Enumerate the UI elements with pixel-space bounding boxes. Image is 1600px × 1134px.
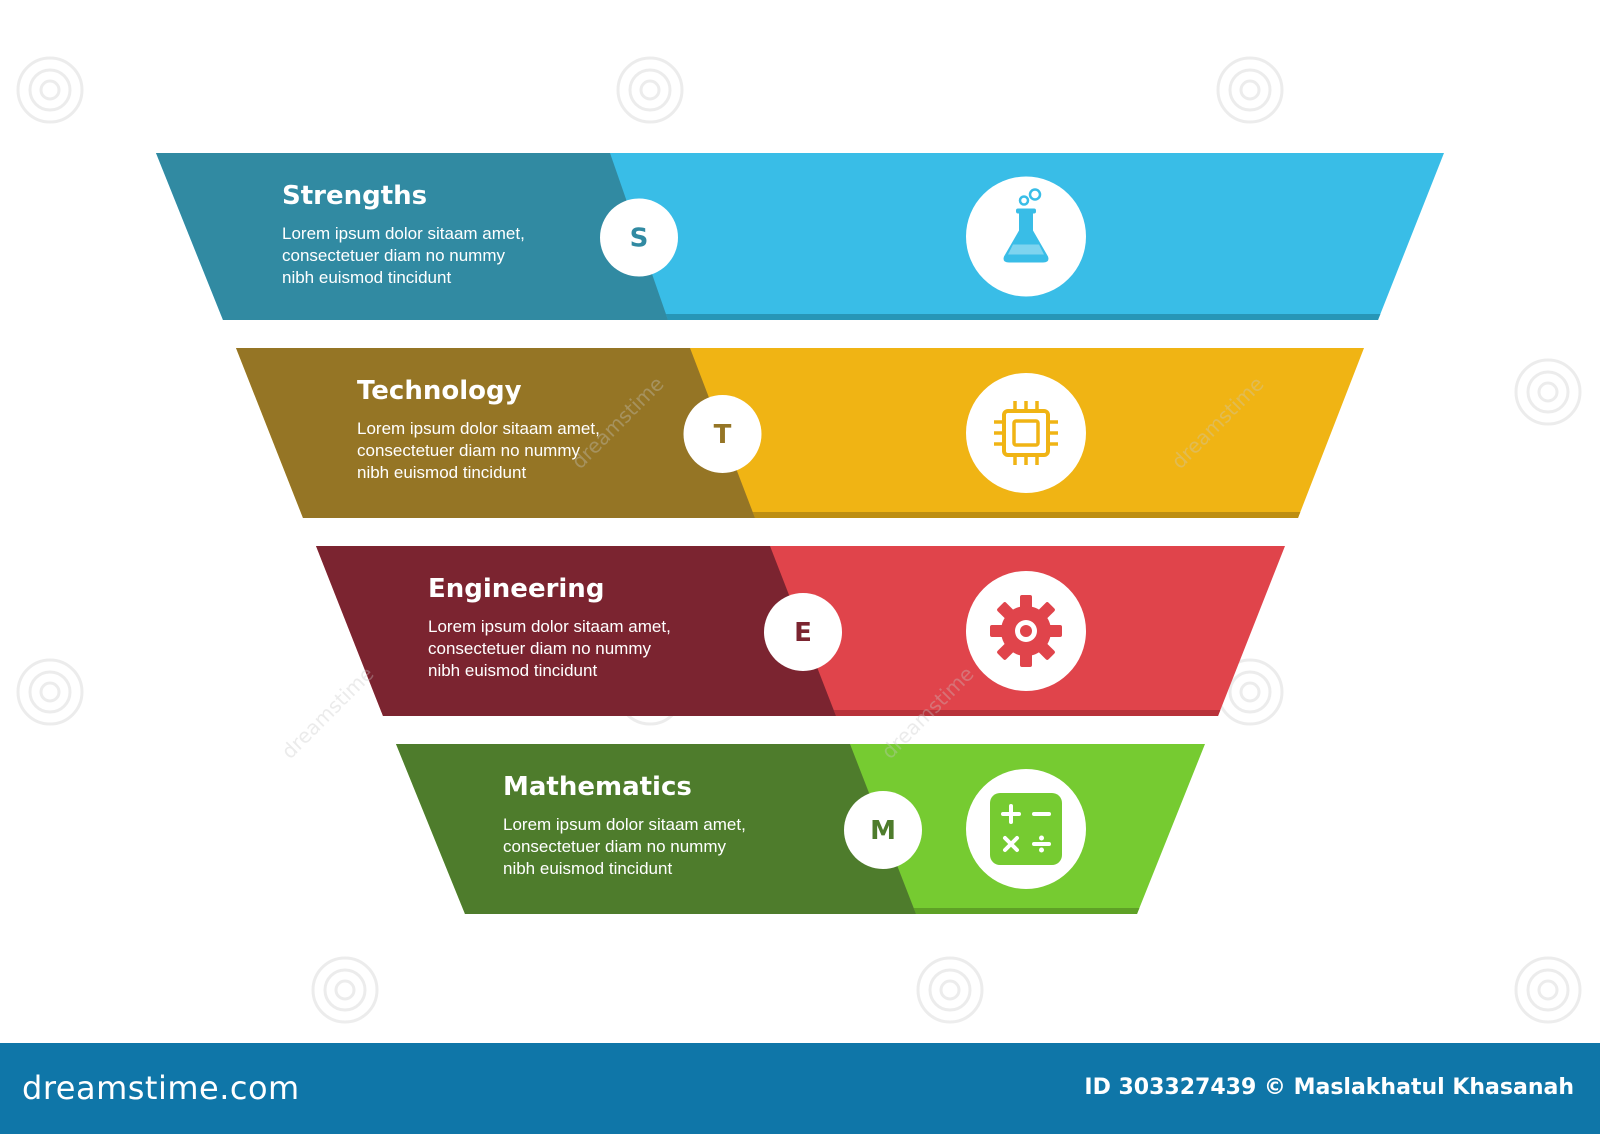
footer-bar: dreamstime.com ID 303327439 © Maslakhatu… [0, 1043, 1600, 1134]
icon-circle [966, 571, 1086, 691]
row-title: Strengths [282, 181, 427, 211]
letter-badge-text: E [794, 618, 812, 648]
footer-brand[interactable]: dreamstime.com [22, 1069, 300, 1107]
flask-icon [1003, 188, 1049, 263]
row-band-dark [156, 153, 668, 320]
cpu-chip-icon [994, 401, 1058, 465]
letter-badge: E [764, 593, 842, 671]
row-band-dark [236, 348, 755, 518]
calculator-icon [990, 793, 1062, 865]
footer-credit: ID 303327439 © Maslakhatul Khasanah [1084, 1075, 1574, 1100]
row-description-line: consectetuer diam no nummy [282, 246, 505, 265]
row-description-line: nibh euismod tincidunt [282, 268, 451, 287]
row-description-line: consectetuer diam no nummy [503, 837, 726, 856]
gear-icon [990, 595, 1062, 667]
row-description-line: nibh euismod tincidunt [428, 661, 597, 680]
row-title: Engineering [428, 574, 604, 604]
row-description-line: consectetuer diam no nummy [357, 441, 580, 460]
row-description-line: nibh euismod tincidunt [357, 463, 526, 482]
letter-badge-text: T [714, 420, 732, 450]
row-description-line: consectetuer diam no nummy [428, 639, 651, 658]
letter-badge: T [683, 395, 762, 473]
row-band-shadow [913, 908, 1140, 914]
letter-badge: S [600, 198, 678, 277]
row-band-dark [396, 744, 916, 914]
row-description-line: Lorem ipsum dolor sitaam amet, [357, 419, 600, 438]
icon-circle [966, 176, 1086, 297]
row-band-shadow [665, 314, 1381, 320]
row-description-line: Lorem ipsum dolor sitaam amet, [282, 224, 525, 243]
row-description-line: Lorem ipsum dolor sitaam amet, [428, 617, 671, 636]
row-title: Mathematics [503, 772, 692, 802]
icon-circle [966, 373, 1086, 493]
row-band-dark [316, 546, 836, 716]
row-description-line: Lorem ipsum dolor sitaam amet, [503, 815, 746, 834]
watermark-text: dreamstime [277, 662, 379, 764]
icon-circle [966, 769, 1086, 889]
letter-badge-text: M [870, 816, 896, 846]
row-description-line: nibh euismod tincidunt [503, 859, 672, 878]
row-band-shadow [833, 710, 1221, 716]
letter-badge: M [844, 791, 922, 869]
letter-badge-text: S [630, 224, 649, 254]
row-band-shadow [752, 512, 1301, 518]
row-title: Technology [357, 376, 522, 406]
